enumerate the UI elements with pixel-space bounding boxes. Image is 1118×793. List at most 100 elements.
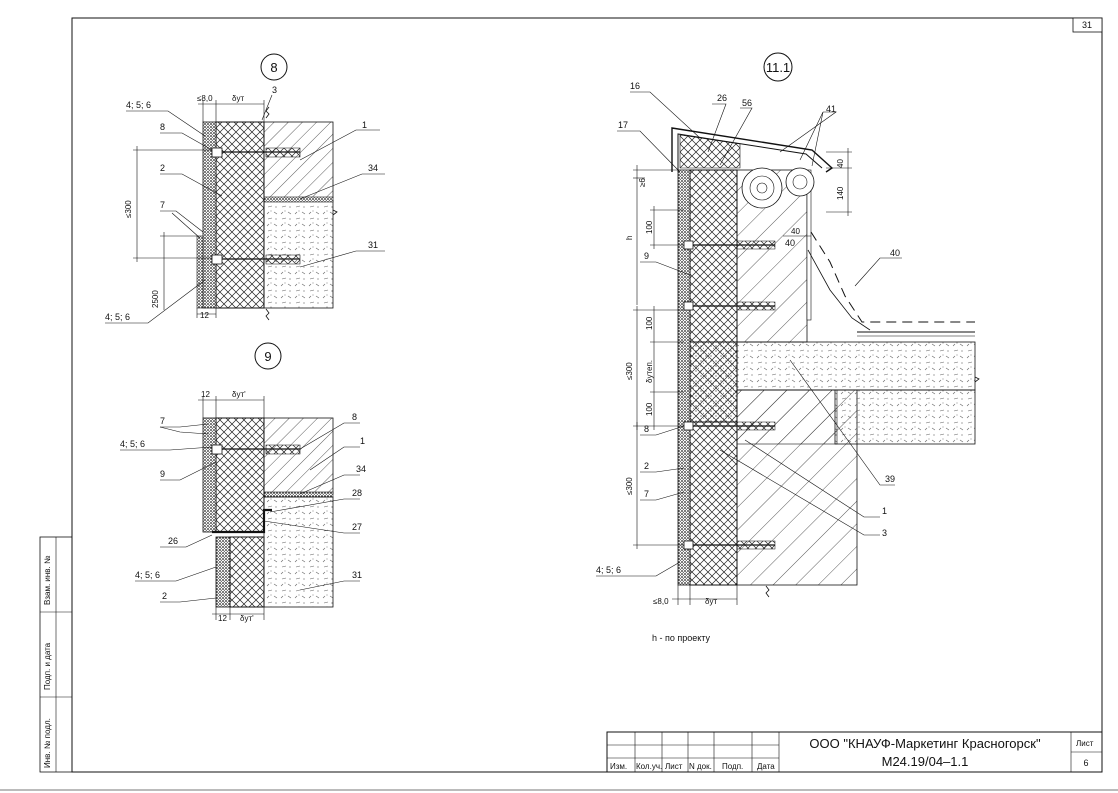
break-mark (765, 585, 770, 598)
stamp-inv-original: Инв. № подл. (43, 718, 52, 768)
label-28: 28 (352, 488, 362, 498)
detail-9: 9 12 δут' 12 δут' (120, 342, 366, 623)
detail-8-id: 8 (270, 60, 277, 75)
dim-ins: δут (232, 94, 244, 103)
label-40-left: 40 (785, 238, 795, 248)
tb-header-data: Дата (757, 762, 775, 771)
label-17: 17 (618, 120, 628, 130)
concrete-slab (263, 496, 334, 608)
label-2: 2 (162, 591, 167, 601)
anchor-lower (211, 254, 301, 265)
dim-insulation: δутеп. (645, 360, 654, 383)
tb-company: ООО "КНАУФ-Маркетинг Красногорск" (809, 736, 1041, 751)
label-8: 8 (644, 424, 649, 434)
label-34: 34 (356, 464, 366, 474)
label-4-5-6: 4; 5; 6 (596, 565, 621, 575)
dims (133, 100, 265, 318)
dim-8-bottom: ≤8,0 (653, 597, 669, 606)
label-8: 8 (352, 412, 357, 422)
dim-100-a: 100 (645, 220, 654, 234)
concrete-slab (263, 199, 334, 309)
anchors (683, 240, 776, 550)
dims (633, 148, 852, 605)
label-7: 7 (160, 416, 165, 426)
label-9: 9 (160, 469, 165, 479)
wall-upper-hatch (263, 417, 334, 495)
label-26: 26 (717, 93, 727, 103)
leaders (596, 91, 902, 577)
slab-under-hatch (736, 389, 838, 445)
floor-slab-lower (834, 389, 976, 445)
dim-100-c: 100 (645, 402, 654, 416)
roll-1-core (756, 182, 768, 194)
outer-frame (71, 17, 1103, 773)
dim-300-a: ≤300 (625, 362, 634, 380)
page-number-box (1072, 17, 1103, 33)
leaders (120, 422, 360, 603)
dims (198, 396, 265, 620)
insulation-mid (689, 341, 738, 423)
label-31: 31 (352, 570, 362, 580)
label-56: 56 (742, 98, 752, 108)
roll-2 (785, 167, 815, 197)
page-number: 31 (1082, 20, 1092, 30)
detail-8: 8 (105, 53, 385, 324)
label-39: 39 (885, 474, 895, 484)
label-4-5-6-lower: 4; 5; 6 (135, 570, 160, 580)
note-h: h - по проекту (652, 633, 711, 643)
dim-140: 140 (836, 186, 845, 200)
label-7: 7 (160, 200, 165, 210)
label-2: 2 (644, 461, 649, 471)
plaster-lower (215, 536, 231, 608)
title-block: Изм. Кол.уч. Лист N док. Подп. Дата ООО … (606, 731, 1103, 773)
label-41: 41 (826, 104, 836, 114)
roll-1-inner (749, 175, 775, 201)
dim-300-b: ≤300 (625, 477, 634, 495)
dim-ins-bottom: δут' (240, 614, 254, 623)
break-mark (332, 209, 338, 216)
cap-flashing (671, 127, 834, 173)
label-4-5-6-bottom: 4; 5; 6 (105, 312, 130, 322)
slab-edge (263, 491, 334, 498)
dim-ins-top: δут' (232, 390, 246, 399)
label-2: 2 (160, 163, 165, 173)
dim-40-top: 40 (836, 159, 845, 168)
leaders (105, 94, 385, 324)
label-1: 1 (360, 436, 365, 446)
tb-header-kol: Кол.уч. (636, 762, 662, 771)
insulation (215, 121, 265, 309)
plaster (677, 169, 691, 586)
label-16: 16 (630, 81, 640, 91)
insulation-lower (229, 536, 265, 608)
wedge (679, 134, 741, 169)
tb-sheet-number: 6 (1083, 758, 1088, 768)
floor-slab (736, 341, 976, 391)
dim-100-b: 100 (645, 316, 654, 330)
break-mark (265, 308, 270, 321)
detail-11-1: 11.1 (596, 52, 980, 643)
label-1: 1 (882, 506, 887, 516)
label-27: 27 (352, 522, 362, 532)
label-34: 34 (368, 163, 378, 173)
dim-2500: 2500 (151, 290, 160, 308)
detail-9-marker (254, 342, 282, 370)
label-1: 1 (362, 120, 367, 130)
dim-40-side: 40 (791, 227, 800, 236)
plaster-base (196, 235, 204, 309)
roll-1 (741, 167, 783, 209)
side-stamp: Взам. инв. № Подп. и дата Инв. № подл. (39, 536, 73, 773)
membrane-2 (807, 249, 871, 331)
cap-flashing-inner (677, 133, 823, 172)
dim-h: h (625, 236, 634, 240)
tb-header-ndok: N док. (689, 762, 712, 771)
tb-code: М24.19/04–1.1 (882, 754, 969, 769)
tb-header-izm: Изм. (610, 762, 627, 771)
label-8: 8 (160, 122, 165, 132)
label-3: 3 (272, 85, 277, 95)
label-40-right: 40 (890, 248, 900, 258)
anchor (211, 444, 301, 455)
stamp-sign-date: Подп. и дата (43, 642, 52, 690)
dim-plaster: ≤8,0 (197, 94, 213, 103)
detail-11-1-marker (763, 52, 793, 82)
detail-9-id: 9 (264, 349, 271, 364)
